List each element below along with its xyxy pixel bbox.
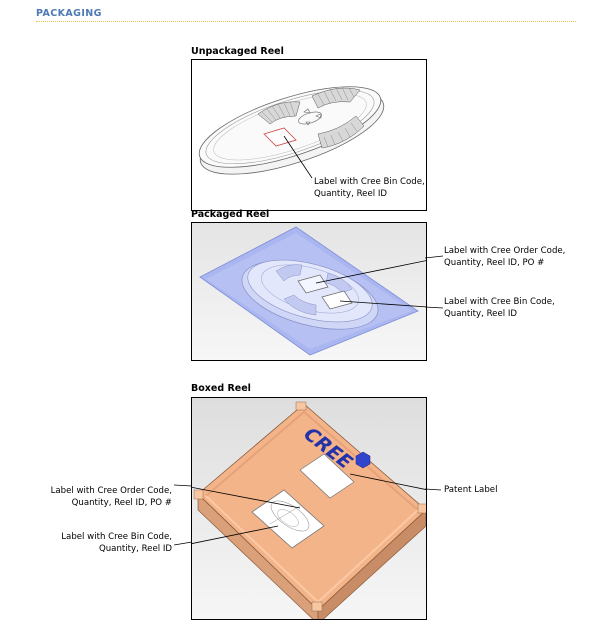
boxed-reel-right-leader-extension (425, 485, 445, 495)
callout-line: Label with Cree Order Code, (444, 246, 565, 258)
boxed-reel-left-leader-extension (174, 480, 194, 550)
callout-line: Quantity, Reel ID, PO # (30, 498, 172, 510)
packaged-reel-bin-label-callout: Label with Cree Bin Code, Quantity, Reel… (444, 297, 555, 320)
callout-line: Quantity, Reel ID, PO # (444, 258, 565, 270)
unpackaged-reel-bin-label-callout: Label with Cree Bin Code, Quantity, Reel… (314, 177, 425, 200)
boxed-reel-panel: CREE (191, 397, 427, 620)
section-header: PACKAGING (36, 8, 576, 19)
callout-line: Quantity, Reel ID (30, 544, 172, 556)
boxed-reel-title: Boxed Reel (191, 383, 251, 394)
header-dotted-rule (36, 21, 576, 22)
callout-line: Label with Cree Bin Code, (444, 297, 555, 309)
callout-line: Quantity, Reel ID (314, 189, 425, 201)
callout-line: Patent Label (444, 485, 497, 497)
packaged-reel-order-label-callout: Label with Cree Order Code, Quantity, Re… (444, 246, 565, 269)
callout-line: Label with Cree Bin Code, (314, 177, 425, 189)
packaged-reel-title: Packaged Reel (191, 209, 269, 220)
packaged-reel-leader-extension (425, 250, 445, 320)
unpackaged-reel-title: Unpackaged Reel (191, 46, 284, 57)
boxed-reel-illustration: CREE (192, 398, 426, 619)
boxed-reel-bin-label-callout: Label with Cree Bin Code, Quantity, Reel… (30, 532, 172, 555)
packaged-reel-illustration (192, 223, 426, 360)
packaged-reel-panel (191, 222, 427, 361)
callout-line: Label with Cree Bin Code, (30, 532, 172, 544)
callout-line: Quantity, Reel ID (444, 309, 555, 321)
boxed-reel-order-label-callout: Label with Cree Order Code, Quantity, Re… (30, 486, 172, 509)
boxed-reel-patent-label-callout: Patent Label (444, 485, 497, 497)
callout-line: Label with Cree Order Code, (30, 486, 172, 498)
